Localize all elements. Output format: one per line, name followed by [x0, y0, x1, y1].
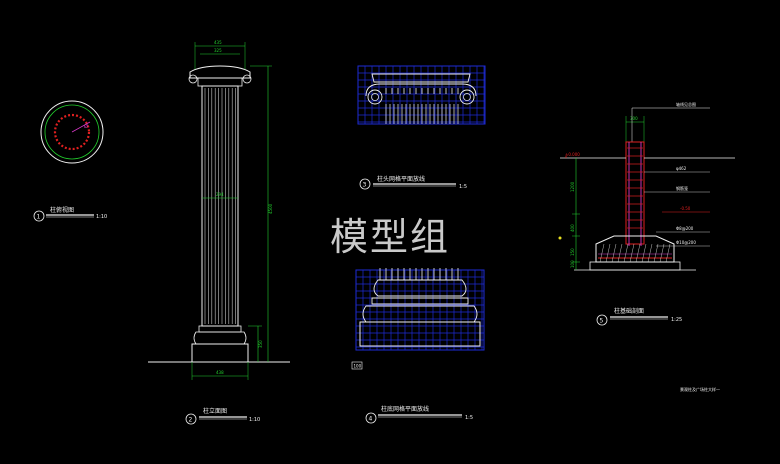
base-grid-title: 柱底网格平面放线 [381, 405, 429, 413]
footing-hatch [617, 243, 623, 263]
section-scale: 1:25 [671, 317, 682, 323]
elevation-view: 435 325 294 438 4500 350 2 柱立面图 [148, 40, 290, 425]
footing-hatch [635, 243, 641, 263]
sec-dim-1200: 1200 [570, 181, 575, 192]
sec-dim-150: 150 [570, 248, 575, 256]
sec-label-cage: 钢筋笼 [676, 185, 688, 191]
sec-level-0: ±0.000 [565, 152, 580, 157]
sec-label-rebar1: Φ8@200 [676, 226, 694, 231]
footing-hatch [611, 243, 617, 263]
section-title: 柱基础剖面 [614, 307, 644, 315]
plan-number: 1 [37, 214, 41, 221]
capital-scale: 1:5 [459, 184, 467, 190]
section-footnote: 景观柱及广场柱大样一 [680, 386, 720, 392]
capital-grid-view: 3 柱头网格平面放线 1:5 [357, 65, 486, 190]
sec-label-dia: φ462 [676, 166, 687, 171]
watermark-text: 模型组 [330, 215, 451, 259]
footing-hatch [623, 243, 629, 263]
dim-top-a: 435 [214, 40, 222, 45]
footing-hatch [647, 243, 653, 263]
section-number: 5 [600, 318, 604, 325]
dim-height: 4500 [268, 203, 273, 214]
sec-label-axis: 轴线见总图 [676, 101, 696, 107]
capital-number: 3 [363, 182, 367, 189]
footing-hatch [659, 243, 665, 263]
footing-hatch [629, 243, 635, 263]
plan-title: 柱俯视图 [50, 206, 74, 214]
plan-view: Ø 1 柱俯视图 1:10 [33, 100, 107, 222]
base-grid-view: 100 4 柱底网格平面放线 1:5 [351, 268, 485, 424]
footing-hatch [641, 243, 647, 263]
footing-hatch [665, 243, 671, 263]
sec-dim-top: 300 [630, 116, 638, 121]
base-grid-scale: 1:5 [465, 415, 473, 421]
base-grid-tag: 100 [354, 364, 362, 369]
elevation-scale: 1:10 [249, 417, 260, 423]
dim-top-b: 325 [214, 48, 222, 53]
footing-hatch [605, 243, 611, 263]
plan-dim-label: Ø [84, 123, 88, 130]
sec-dim-400: 400 [570, 224, 575, 232]
elevation-title: 柱立面图 [203, 407, 227, 415]
base-grid-number: 4 [369, 416, 373, 423]
footing-hatch [653, 243, 659, 263]
capital-title: 柱头网格平面放线 [377, 175, 425, 183]
dim-mid: 294 [216, 192, 224, 197]
sec-level-neg: -0.50 [680, 206, 691, 211]
footing-hatch [599, 243, 605, 263]
section-view: 300 轴线见总图 ±0.000 φ462 钢筋笼 -0.50 Φ8@200 Φ… [558, 101, 735, 392]
elevation-number: 2 [189, 417, 193, 424]
sec-label-rebar2: Φ10@200 [676, 240, 696, 245]
dim-base-h: 350 [258, 340, 263, 348]
dim-base: 438 [216, 370, 224, 375]
plan-scale: 1:10 [96, 214, 107, 220]
sec-dim-100: 100 [570, 260, 575, 268]
